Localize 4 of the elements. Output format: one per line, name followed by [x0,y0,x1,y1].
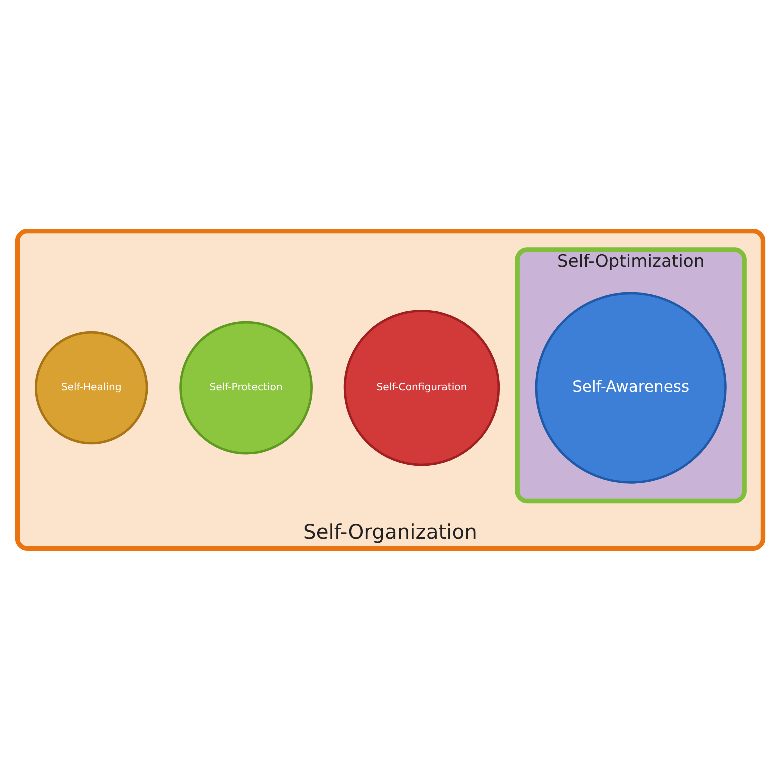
node-circle: Self-Configuration [344,309,500,466]
node-circle: Self-Awareness [535,292,727,484]
node-circle: Self-Healing [35,330,148,444]
node-circle: Self-Protection [180,320,313,454]
